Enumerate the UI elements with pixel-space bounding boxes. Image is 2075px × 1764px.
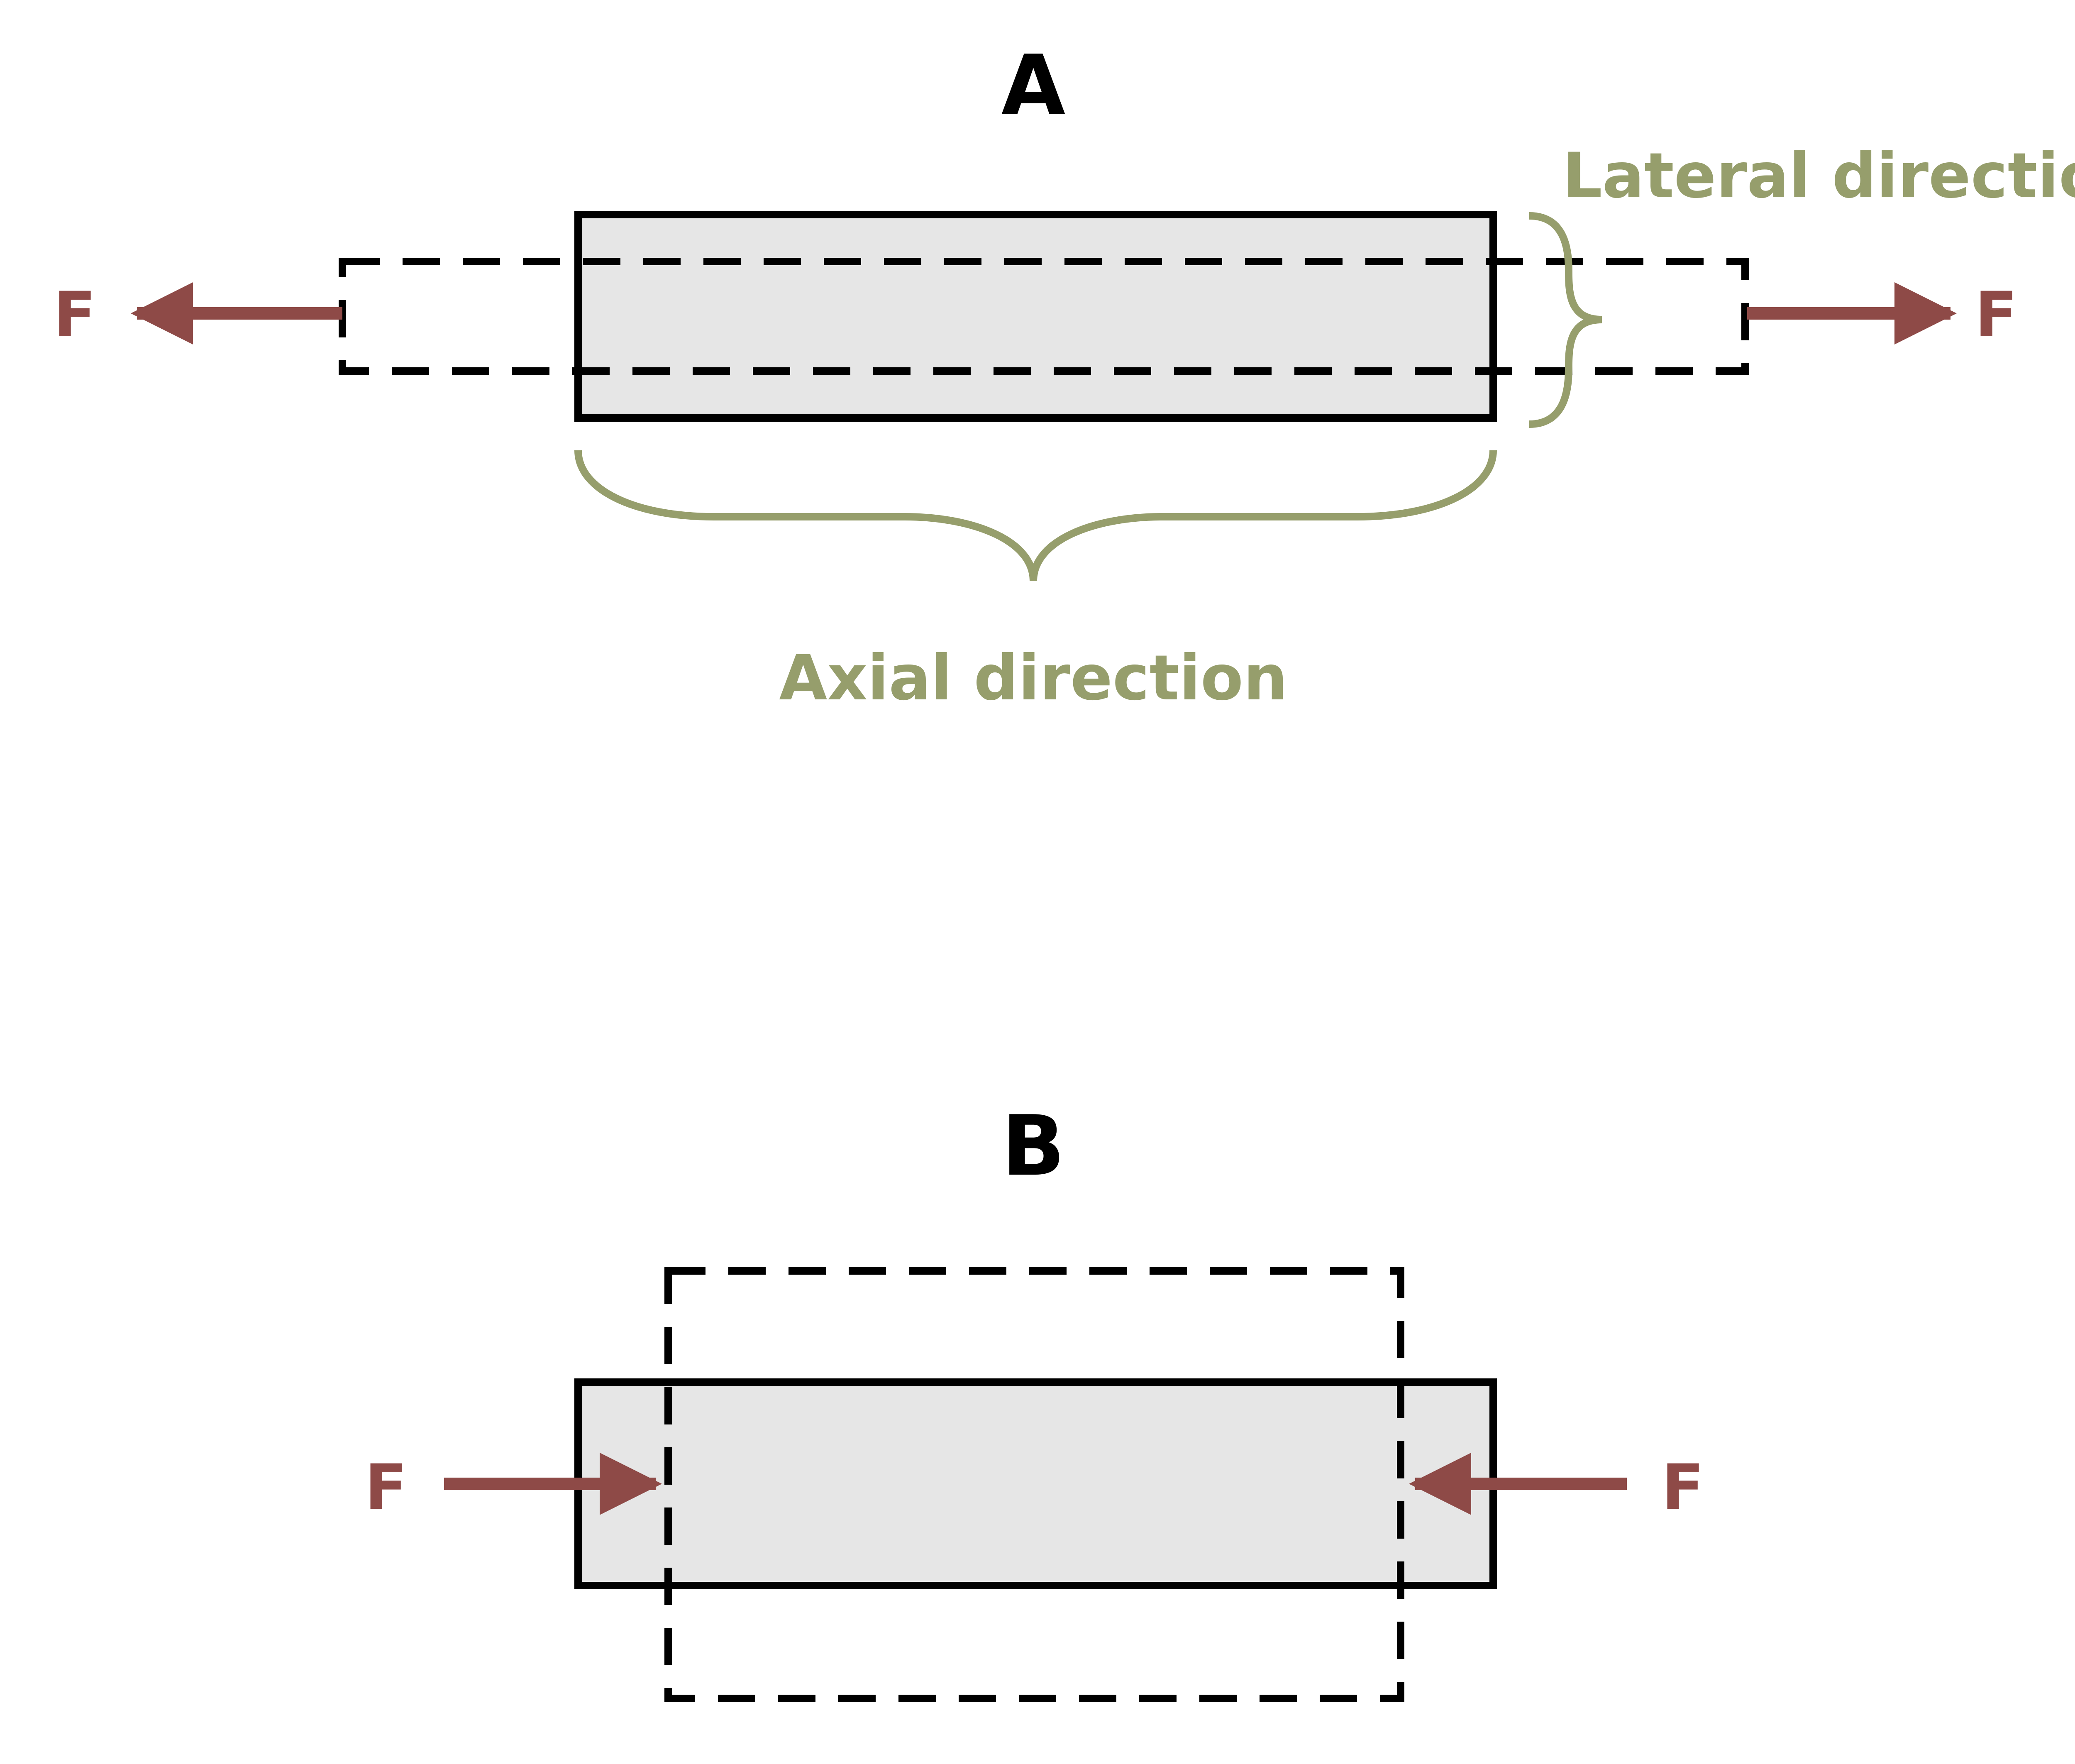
panel-b-deformed-outline: [664, 1267, 1404, 1702]
panel-a: A F F Lateral direction Axial direction: [54, 37, 2075, 714]
panel-a-lateral-brace: [1529, 212, 1602, 428]
panel-a-lateral-label: Lateral direction: [1562, 140, 2075, 212]
panel-a-original-bar: [574, 211, 1497, 422]
panel-b: B F F: [365, 1098, 1704, 1702]
panel-a-axial-brace: [574, 450, 1497, 581]
panel-b-force-left-label: F: [365, 1451, 407, 1524]
panel-a-force-right-label: F: [1975, 279, 2017, 351]
panel-a-axial-label: Axial direction: [779, 642, 1288, 714]
panel-b-original-bar: [574, 1378, 1497, 1589]
panel-a-force-left-label: F: [54, 279, 96, 351]
panel-b-title: B: [1002, 1098, 1065, 1195]
panel-a-title: A: [1001, 37, 1066, 134]
panel-b-force-right-label: F: [1662, 1451, 1704, 1524]
